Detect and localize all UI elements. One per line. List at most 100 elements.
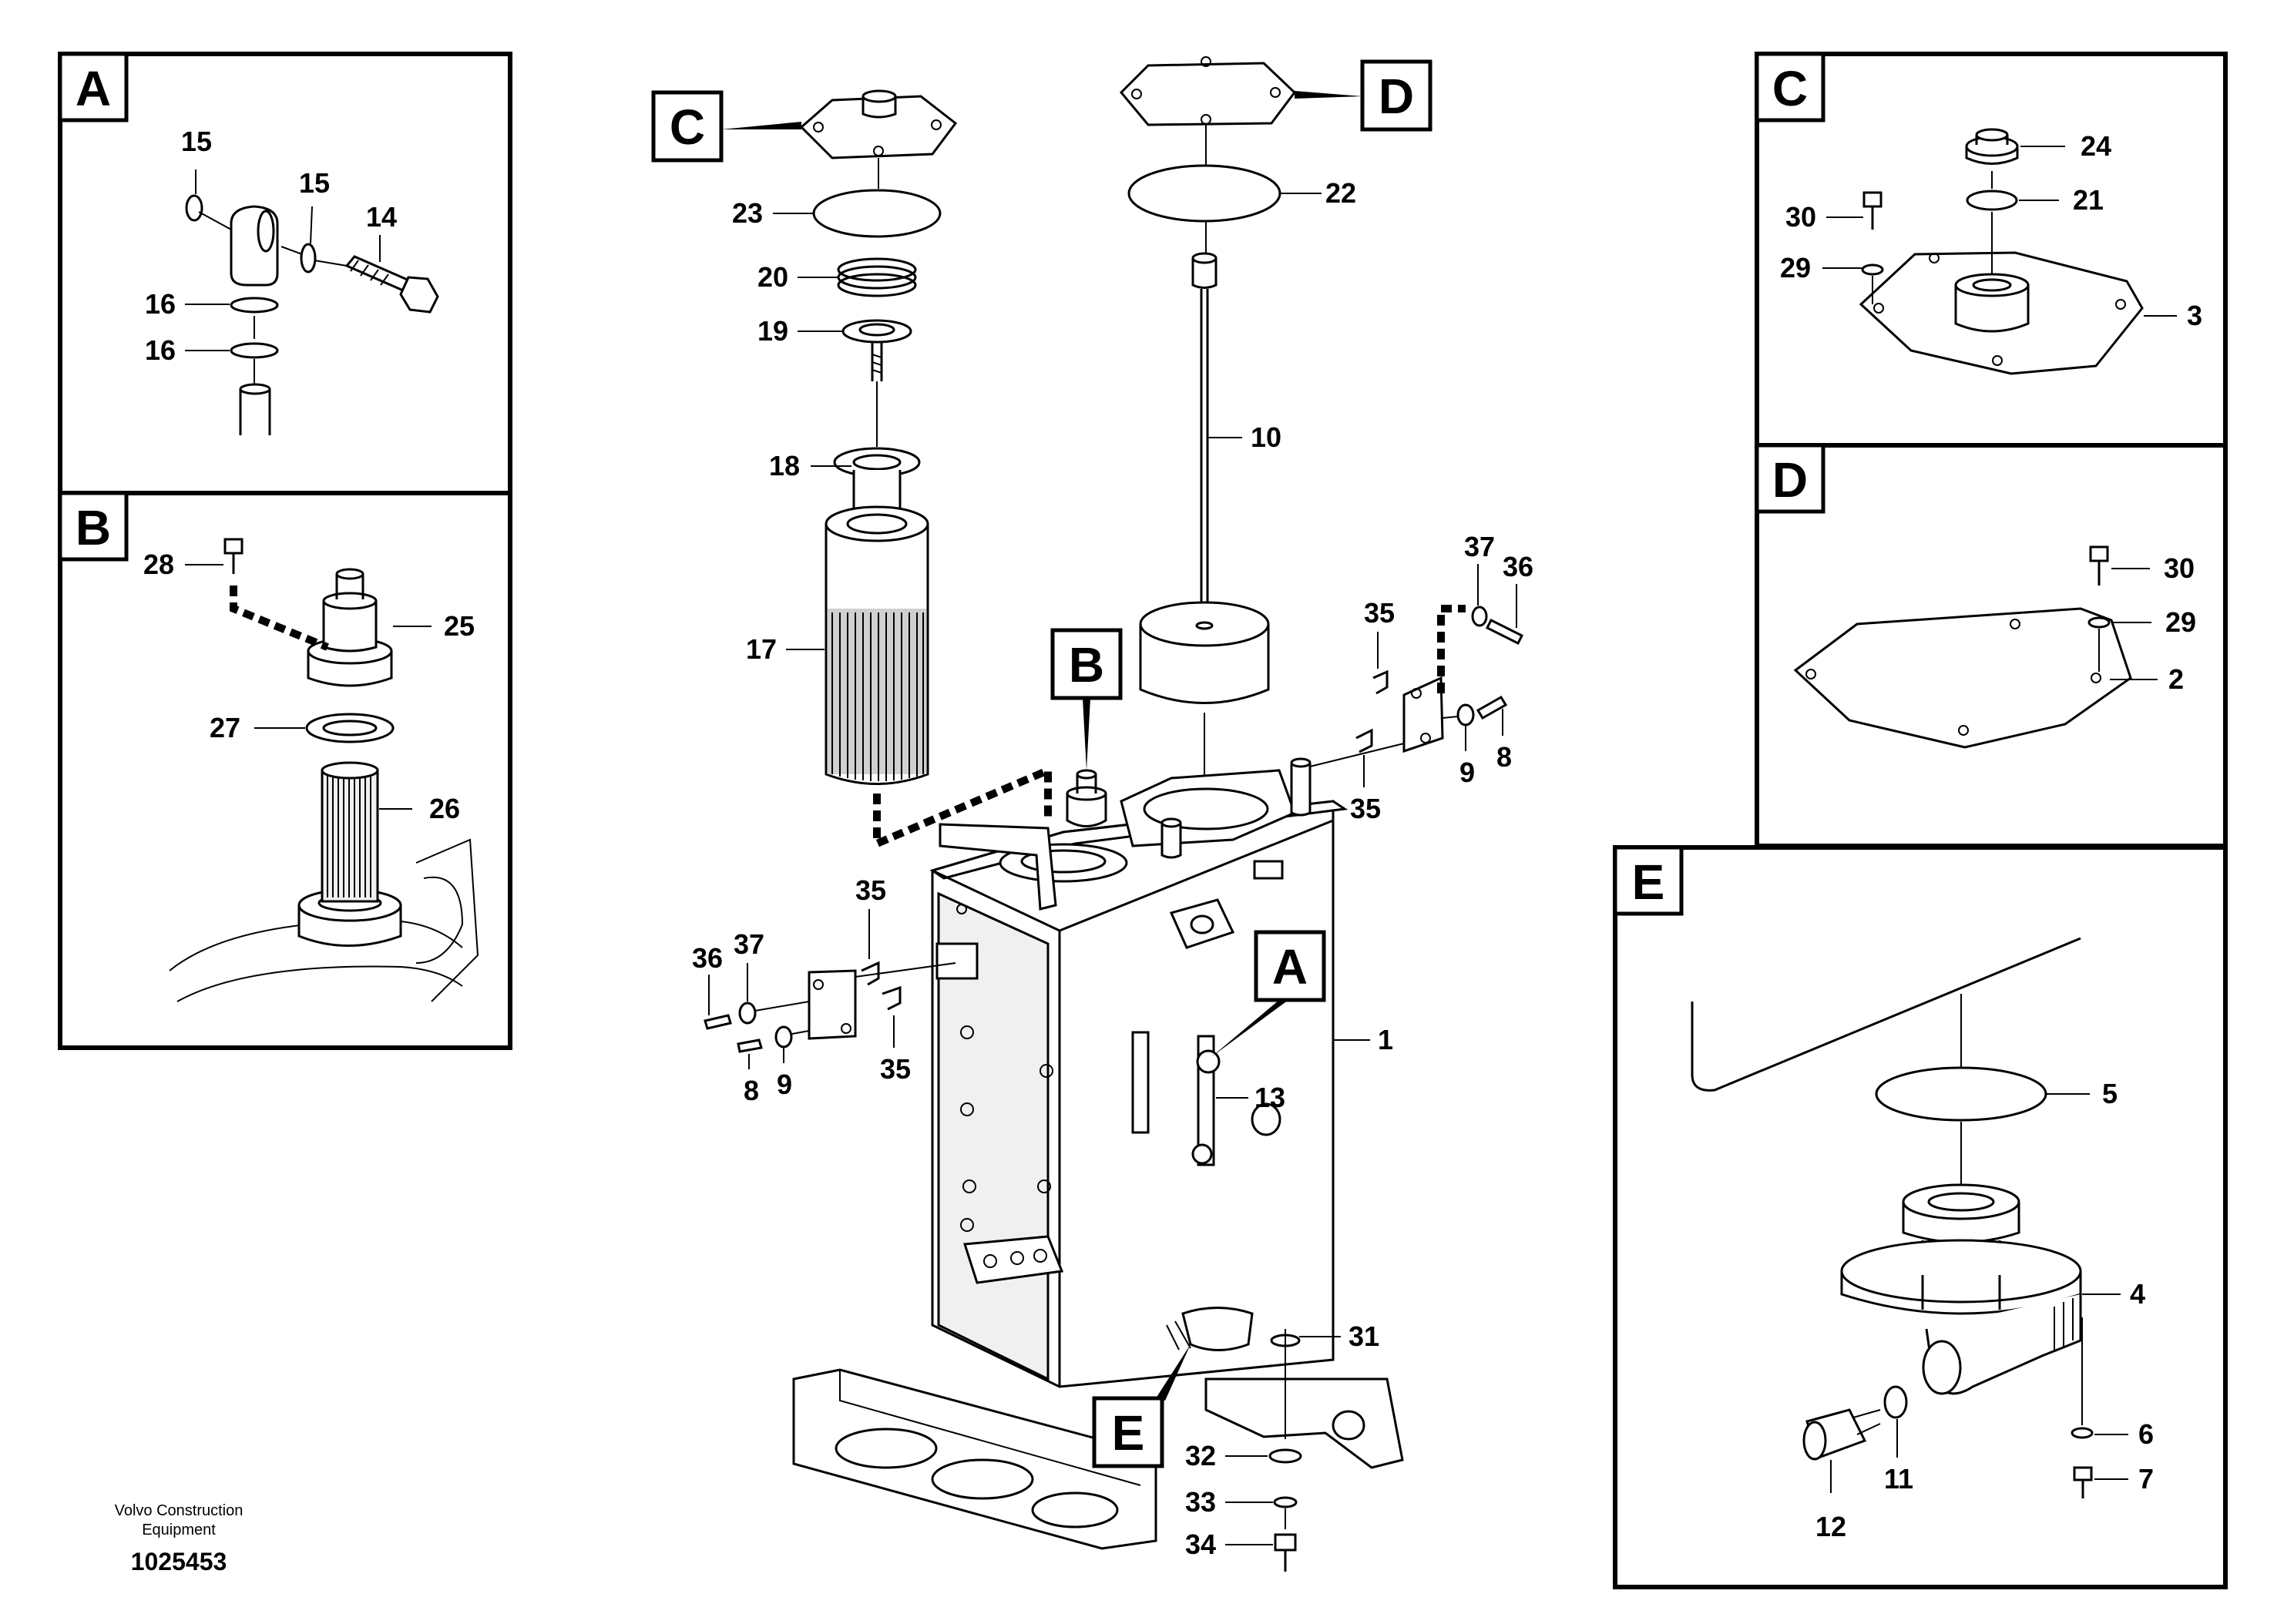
callout-letter-b: B xyxy=(1069,637,1104,693)
clip-35-right-upper xyxy=(1372,669,1389,695)
label-8-right: 8 xyxy=(1496,741,1512,773)
drawing-number: 1025453 xyxy=(131,1548,227,1575)
top-bracket xyxy=(939,823,1057,911)
bolt-head xyxy=(399,276,439,314)
label-35-left-top: 35 xyxy=(855,874,886,906)
label-30-c: 30 xyxy=(1785,201,1816,233)
detail-letter-c: C xyxy=(1772,61,1808,116)
washer-32 xyxy=(1268,1448,1302,1464)
washer-29 xyxy=(1861,263,1884,276)
label-30-d: 30 xyxy=(2164,552,2195,584)
washer-6 xyxy=(2071,1427,2094,1439)
label-21: 21 xyxy=(2073,184,2104,216)
screw-7 xyxy=(2073,1466,2093,1481)
label-12: 12 xyxy=(1815,1511,1846,1542)
o-ring-15-right xyxy=(300,243,317,273)
label-18: 18 xyxy=(769,450,800,481)
label-4: 4 xyxy=(2130,1278,2145,1310)
label-28: 28 xyxy=(143,549,174,580)
detail-letter-e: E xyxy=(1632,854,1665,910)
detail-panel-a: A 15 15 14 16 16 xyxy=(58,52,512,495)
label-17: 17 xyxy=(746,633,777,665)
label-20: 20 xyxy=(757,261,788,293)
clip-35-upper xyxy=(861,961,880,986)
detail-panel-e: E 5 4 6 7 xyxy=(1613,845,2228,1589)
callout-box-a xyxy=(1254,930,1326,1002)
mounting-plate-left xyxy=(808,969,857,1040)
washer-31 xyxy=(1270,1334,1301,1347)
screw-28 xyxy=(223,538,244,555)
screw-30-d xyxy=(2089,545,2109,562)
detail-panel-b: B 28 25 27 26 xyxy=(58,491,512,1050)
label-37-right: 37 xyxy=(1464,531,1495,562)
mounting-plate-right xyxy=(1402,676,1444,753)
label-16-lower: 16 xyxy=(145,334,176,366)
o-ring-16-upper xyxy=(230,297,279,314)
label-3: 3 xyxy=(2187,300,2202,331)
main-assembly: 23 20 19 18 17 22 10 1 13 31 32 33 34 35… xyxy=(651,56,1533,1572)
screw-34 xyxy=(1274,1533,1297,1552)
detail-letter-d: D xyxy=(1772,452,1808,508)
detail-letter-b: B xyxy=(76,500,111,555)
label-35-right-bottom: 35 xyxy=(1350,793,1381,824)
callout-letter-d: D xyxy=(1379,69,1414,124)
clip-35-right-lower xyxy=(1355,728,1373,753)
washer-9-left xyxy=(774,1025,793,1049)
label-2: 2 xyxy=(2168,663,2184,695)
label-13: 13 xyxy=(1254,1082,1285,1113)
label-7: 7 xyxy=(2138,1463,2154,1495)
label-26: 26 xyxy=(429,793,460,824)
o-ring-22 xyxy=(1127,164,1281,223)
footer: Volvo Construction Equipment 1025453 xyxy=(115,1502,244,1575)
callout-box-b xyxy=(1050,628,1123,700)
screw-8-right xyxy=(1476,695,1508,720)
label-15-left: 15 xyxy=(181,126,212,157)
filter-cover xyxy=(799,95,958,159)
label-1: 1 xyxy=(1378,1024,1393,1055)
label-27: 27 xyxy=(210,712,240,743)
detail-panel-c: C 24 21 30 29 3 xyxy=(1755,52,2228,448)
screw-30 xyxy=(1862,191,1883,208)
label-9-left: 9 xyxy=(777,1069,792,1100)
label-10: 10 xyxy=(1251,421,1281,453)
o-ring-23 xyxy=(812,189,942,238)
sight-gauge-slot xyxy=(1131,1031,1150,1134)
washer-29-d xyxy=(2087,616,2111,629)
callout-box-e xyxy=(1092,1396,1164,1468)
callout-box-d xyxy=(1360,59,1432,132)
label-22: 22 xyxy=(1325,177,1356,209)
label-24: 24 xyxy=(2081,130,2111,162)
label-25: 25 xyxy=(444,610,475,642)
label-31: 31 xyxy=(1349,1320,1379,1352)
callout-letter-a: A xyxy=(1272,939,1308,995)
o-ring-15-left xyxy=(185,194,203,222)
seal-washer-11 xyxy=(1883,1385,1908,1419)
spring-20 xyxy=(837,257,917,282)
washer-37-left xyxy=(738,1002,757,1025)
label-33: 33 xyxy=(1185,1486,1216,1518)
label-16-upper: 16 xyxy=(145,288,176,320)
label-35-right-top: 35 xyxy=(1364,597,1395,629)
callout-box-c xyxy=(651,90,724,163)
o-ring-21 xyxy=(1966,190,2018,211)
label-29-d: 29 xyxy=(2165,606,2196,638)
label-11: 11 xyxy=(1884,1463,1913,1495)
o-ring-5 xyxy=(1875,1066,2047,1122)
label-6: 6 xyxy=(2138,1418,2154,1450)
washer-33 xyxy=(1273,1496,1298,1508)
label-14: 14 xyxy=(366,201,397,233)
washer-9-right xyxy=(1456,703,1475,726)
screw-36-left xyxy=(704,1014,732,1030)
detail-letter-a: A xyxy=(76,61,111,116)
label-5: 5 xyxy=(2102,1078,2118,1109)
label-34: 34 xyxy=(1185,1528,1216,1560)
company-name-line2: Equipment xyxy=(142,1522,216,1538)
callout-letter-e: E xyxy=(1112,1405,1145,1461)
screw-8-left xyxy=(737,1038,763,1053)
label-9-right: 9 xyxy=(1459,757,1475,788)
company-name-line1: Volvo Construction xyxy=(115,1502,244,1519)
pipe-stub xyxy=(239,389,271,435)
label-37-left: 37 xyxy=(734,928,764,960)
